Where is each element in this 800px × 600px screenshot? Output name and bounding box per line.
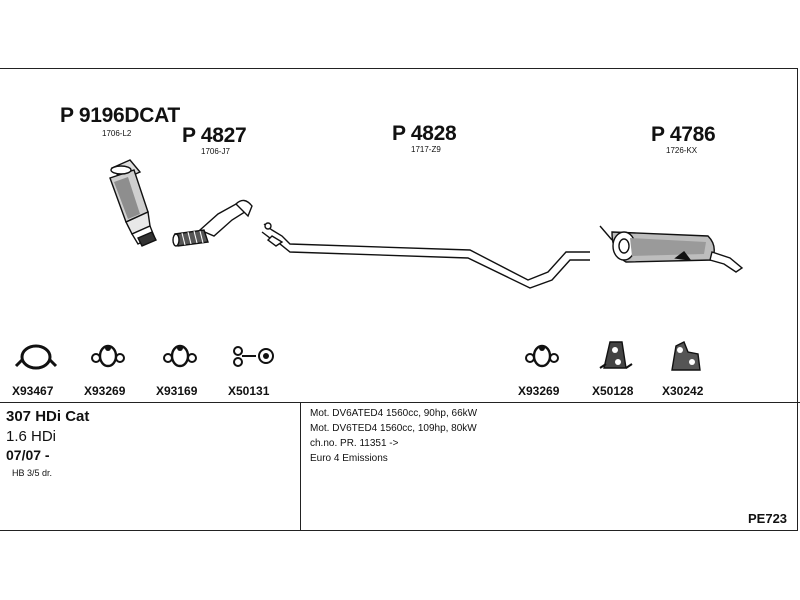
part-ref-flex-pipe: 1706-J7	[201, 147, 230, 156]
diagram-frame	[0, 68, 798, 531]
clamp-code: X93169	[156, 384, 198, 398]
spec-line: Mot. DV6TED4 1560cc, 109hp, 80kW	[310, 423, 477, 434]
vehicle-body: HB 3/5 dr.	[12, 468, 53, 478]
middle-pipe-icon	[261, 222, 590, 289]
part-number-flex-pipe: P 4827	[182, 124, 247, 147]
clamp-bolt-icon	[525, 344, 559, 368]
clamp-code: X30242	[662, 384, 704, 398]
part-number-middle-pipe: P 4828	[392, 122, 457, 145]
clamp-bolt-icon	[91, 344, 125, 368]
spec-line: Mot. DV6ATED4 1560cc, 90hp, 66kW	[310, 408, 478, 419]
diagram-code: PE723	[748, 511, 788, 526]
clamp-ring-icon	[14, 344, 58, 370]
catalytic-converter-icon	[109, 159, 157, 247]
part-number-catalyst: P 9196DCAT	[60, 104, 180, 127]
spec-line: Euro 4 Emissions	[310, 453, 388, 464]
clamp-bolt-icon	[163, 344, 197, 368]
spec-line: ch.no. PR. 11351 ->	[310, 438, 399, 449]
divider-specs	[0, 402, 800, 403]
vehicle-model: 307 HDi Cat	[6, 408, 90, 425]
clamp-code: X93269	[84, 384, 126, 398]
mounting-bracket-icon	[671, 341, 701, 371]
clamp-code: X93269	[518, 384, 560, 398]
clamp-code: X50131	[228, 384, 270, 398]
rubber-hanger-icon	[599, 341, 633, 369]
clamp-code: X50128	[592, 384, 634, 398]
flex-pipe-icon	[172, 199, 253, 247]
part-ref-rear-silencer: 1726-KX	[666, 146, 698, 155]
rear-silencer-icon	[599, 225, 744, 273]
divider-vertical	[300, 402, 301, 531]
part-number-rear-silencer: P 4786	[651, 123, 716, 146]
part-ref-middle-pipe: 1717-Z9	[411, 145, 441, 154]
part-ref-catalyst: 1706-L2	[102, 129, 132, 138]
vehicle-date: 07/07 -	[6, 447, 50, 463]
clamp-code: X93467	[12, 384, 54, 398]
flange-gasket-icon	[233, 346, 274, 367]
vehicle-engine: 1.6 HDi	[6, 428, 57, 445]
